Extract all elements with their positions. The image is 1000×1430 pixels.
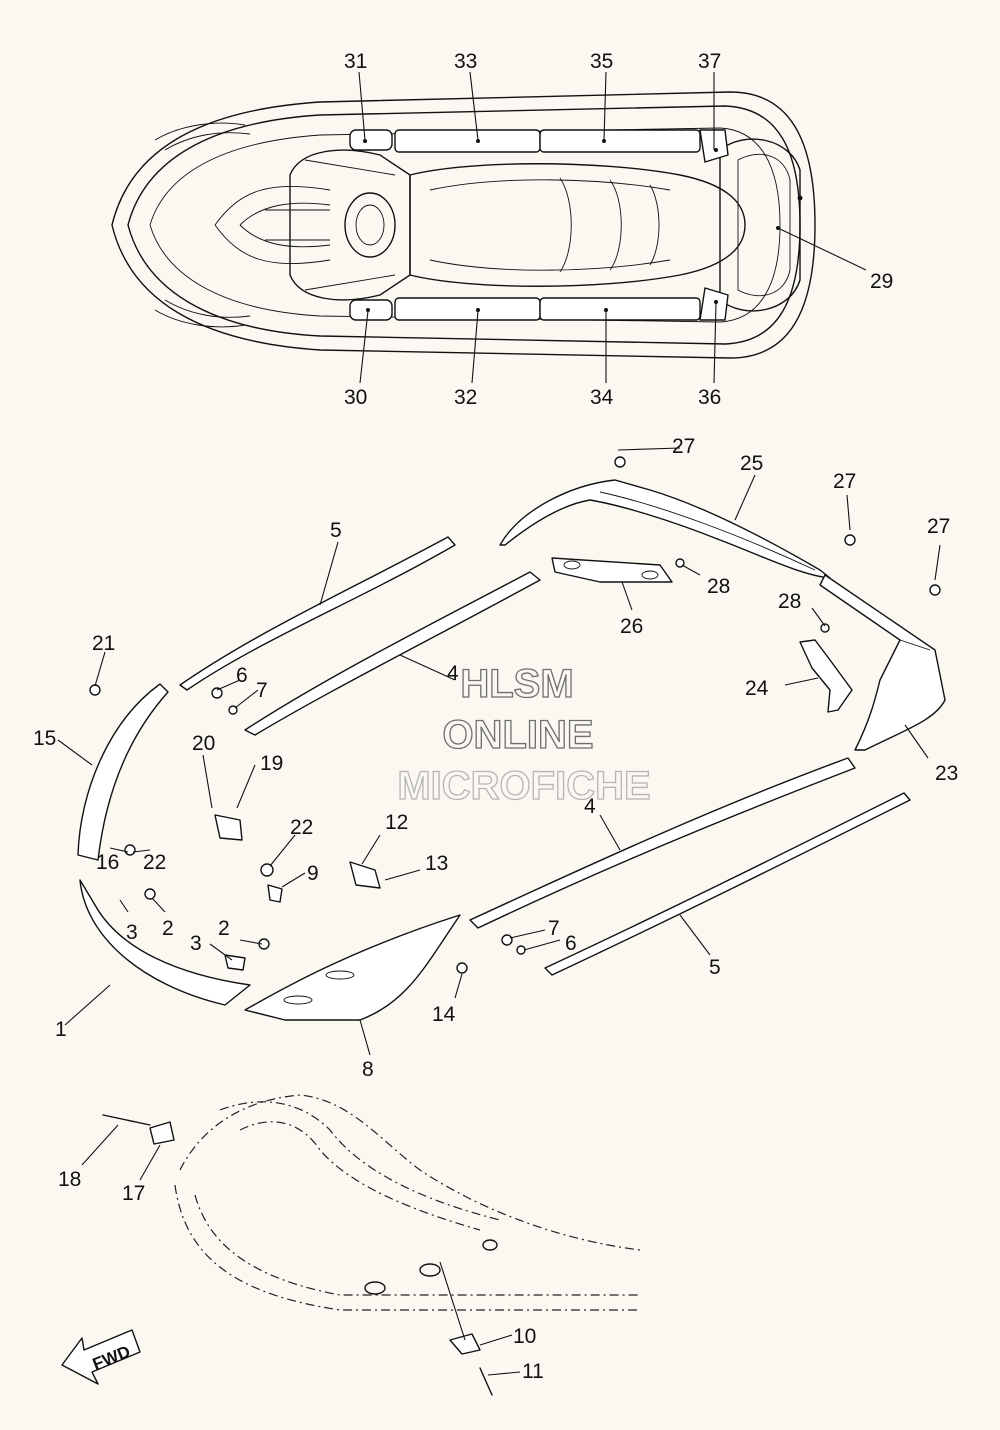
callout-27-top: 27 [672,435,695,458]
watermark-line-2: ONLINE [442,713,593,757]
watermark-line-1: HLSM [460,662,573,706]
callout-25: 25 [740,452,763,475]
callout-4-lower: 4 [584,795,596,818]
callout-28-right: 28 [778,590,801,613]
callout-1: 1 [55,1018,67,1041]
hull-leaders [81,1124,521,1376]
callout-labels: 31 33 35 37 29 30 32 34 36 27 25 27 27 2… [33,50,958,1383]
callout-12: 12 [385,811,408,834]
callout-9: 9 [307,862,319,885]
forward-direction-arrow: FWD [61,1329,141,1385]
callout-11: 11 [522,1360,544,1383]
callout-6-left: 6 [236,664,248,687]
callout-31: 31 [344,50,367,73]
callout-2-lower: 2 [218,917,230,940]
exploded-parts [77,456,946,1021]
callout-29: 29 [870,270,893,293]
callout-30: 30 [344,386,367,409]
callout-23: 23 [935,762,958,785]
callout-24: 24 [745,677,769,700]
callout-3-lower: 3 [190,932,202,955]
top-view-leaders [358,71,867,384]
callout-36: 36 [698,386,721,409]
callout-21: 21 [92,632,115,655]
callout-26: 26 [620,615,643,638]
top-view-hull [111,91,816,359]
callout-22-left: 22 [143,851,166,874]
callout-35: 35 [590,50,613,73]
callout-4-upper: 4 [447,662,459,685]
watermark: HLSM ONLINE MICROFICHE [397,661,652,808]
hull-front-view [102,1094,641,1396]
callout-17: 17 [122,1182,145,1205]
callout-22-upper: 22 [290,816,313,839]
callout-6-right: 6 [565,932,577,955]
callout-33: 33 [454,50,477,73]
callout-34: 34 [590,386,614,409]
callout-5-lower: 5 [709,956,721,979]
callout-7-right: 7 [548,917,560,940]
callout-16: 16 [96,851,119,874]
callout-37: 37 [698,50,721,73]
callout-2-upper: 2 [162,917,174,940]
callout-10: 10 [513,1325,536,1348]
callout-15: 15 [33,727,56,750]
callout-8: 8 [362,1058,374,1081]
callout-18: 18 [58,1168,81,1191]
watermark-line-3: MICROFICHE [397,764,650,808]
exploded-leaders [57,447,941,1056]
callout-14: 14 [432,1003,456,1026]
callout-32: 32 [454,386,477,409]
callout-28-mid: 28 [707,575,730,598]
callout-19: 19 [260,752,283,775]
callout-5-upper: 5 [330,519,342,542]
callout-3-upper: 3 [126,921,138,944]
callout-13: 13 [425,852,448,875]
callout-27-mid: 27 [833,470,856,493]
callout-7-left: 7 [256,679,268,702]
callout-27-right: 27 [927,515,950,538]
callout-20: 20 [192,732,215,755]
